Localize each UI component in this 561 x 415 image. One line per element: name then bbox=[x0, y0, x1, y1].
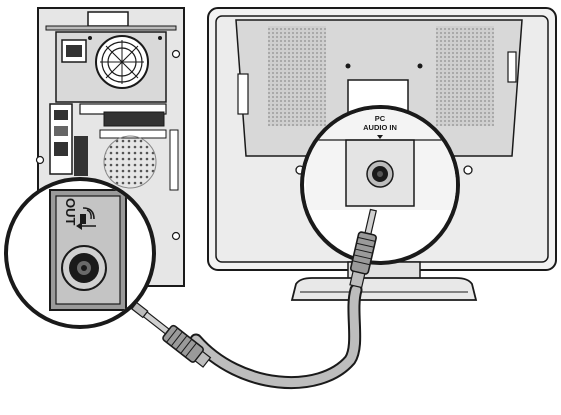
audio-out-jack bbox=[62, 246, 106, 290]
screw-icon bbox=[173, 51, 180, 58]
monitor-audio-in-callout: PC AUDIO IN bbox=[302, 107, 458, 263]
audio-plug-pc bbox=[129, 299, 213, 370]
screw-icon bbox=[173, 233, 180, 240]
monitor-port-label-audio-in: AUDIO IN bbox=[363, 123, 397, 132]
vent-grill-left bbox=[268, 26, 326, 126]
pc-port-label-out: OUT bbox=[63, 198, 78, 226]
screw-icon bbox=[37, 157, 44, 164]
screw-icon bbox=[464, 166, 472, 174]
case-vent bbox=[104, 136, 156, 188]
monitor-port-label-pc: PC bbox=[375, 114, 386, 123]
vent-grill-right bbox=[436, 26, 494, 126]
pc-audio-out-callout: OUT bbox=[6, 179, 154, 327]
power-supply bbox=[56, 32, 166, 102]
audio-in-jack bbox=[367, 161, 393, 187]
